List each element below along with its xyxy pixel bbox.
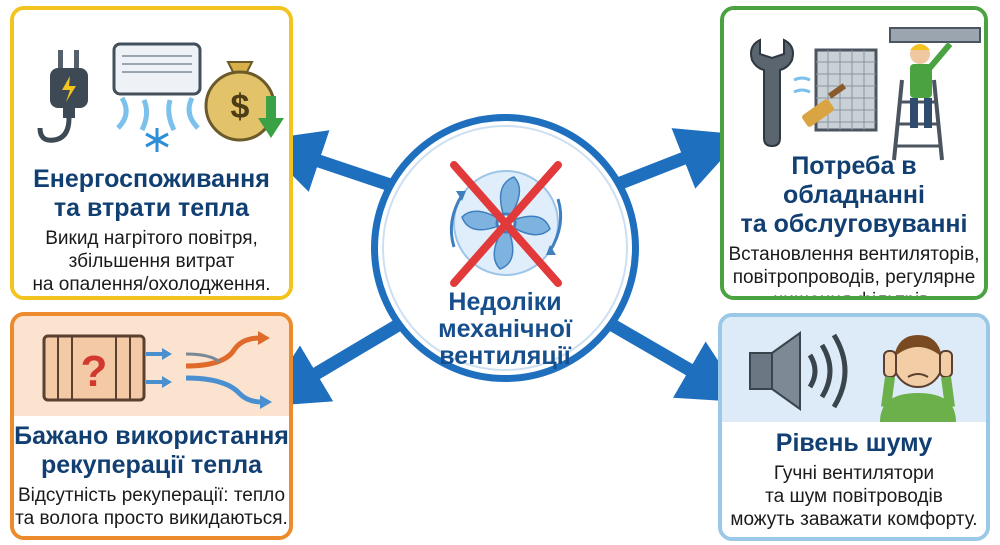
noise-text: Рівень шуму Гучні вентилятори та шум пов… (722, 422, 986, 537)
air-conditioner-icon (112, 42, 202, 152)
center-inner-ring (382, 125, 628, 371)
worker-ladder-icon (889, 27, 981, 161)
noise-level-card: Рівень шуму Гучні вентилятори та шум пов… (718, 313, 990, 541)
energy-title-line2: та втрати тепла (53, 194, 250, 222)
noise-description: Гучні вентилятори та шум повітроводів мо… (730, 462, 977, 531)
heat-recovery-card: ? Бажано використання рекуперації тепла … (10, 312, 293, 540)
recovery-text: Бажано використання рекуперації тепла Ві… (14, 416, 289, 536)
recovery-desc-line2: та волога просто викидаються. (15, 508, 288, 529)
wrench-icon (750, 38, 794, 148)
svg-text:$: $ (231, 88, 250, 126)
filter-brush-icon (793, 48, 878, 132)
center-title-line1: Недоліки (448, 288, 562, 316)
energy-title-line1: Енергоспоживання (33, 165, 270, 193)
equipment-icons (724, 10, 984, 168)
recovery-icons: ? (14, 316, 289, 416)
recovery-title-line2: рекуперації тепла (40, 451, 263, 479)
equipment-desc-line3: чищення фільтрів. (729, 289, 980, 296)
equipment-desc-line1: Встановлення вентиляторів, (728, 244, 980, 265)
crossed-fan-icon (432, 151, 580, 291)
recovery-desc-line1: Відсутність рекуперації: тепло (17, 485, 286, 506)
energy-description: Викид нагрітого повітря, збільшення витр… (32, 227, 270, 296)
noise-desc-line3: можуть заважати комфорту. (730, 508, 978, 530)
noise-title: Рівень шуму (775, 428, 933, 457)
noise-desc-line1: Гучні вентилятори (773, 462, 935, 484)
center-title-line3: вентиляції (439, 342, 571, 370)
energy-desc-line1: Викид нагрітого повітря, (45, 228, 258, 249)
energy-desc-line2: збільшення витрат (68, 251, 235, 272)
airflow-arrows-icon (185, 331, 272, 409)
equipment-desc-line2: повітропроводів, регулярне (732, 267, 976, 288)
energy-icons: $ (14, 10, 289, 165)
recovery-description: Відсутність рекуперації: тепло та волога… (15, 484, 288, 530)
noise-icons (722, 317, 986, 422)
center-circle: Недоліки механічної вентиляції (371, 114, 639, 382)
equipment-title-line2: та обслуговуванні (740, 210, 968, 238)
energy-loss-card: $ Енергоспоживання та втрати тепла Викид… (10, 6, 293, 300)
recovery-title-line1: Бажано використання (14, 422, 289, 450)
equipment-maintenance-card: Потреба в обладнанні та обслуговуванні В… (720, 6, 988, 300)
center-title: Недоліки механічної вентиляції (378, 289, 632, 370)
equipment-description: Встановлення вентиляторів, повітропровод… (728, 243, 980, 296)
energy-desc-line3: на опалення/охолодження. (32, 274, 271, 295)
svg-text:?: ? (81, 347, 108, 396)
energy-text: Енергоспоживання та втрати тепла Викид н… (14, 165, 289, 296)
center-title-line2: механічної (438, 315, 572, 343)
plug-icon (37, 50, 88, 143)
equipment-title-line1: Потреба в обладнанні (783, 152, 925, 209)
person-covering-ears-icon (880, 335, 956, 422)
speaker-icon (749, 331, 848, 411)
equipment-text: Потреба в обладнанні та обслуговуванні В… (724, 152, 984, 296)
noise-desc-line2: та шум повітроводів (765, 485, 943, 507)
money-bag-icon: $ (204, 61, 284, 142)
radiator-question-icon: ? (42, 334, 172, 402)
